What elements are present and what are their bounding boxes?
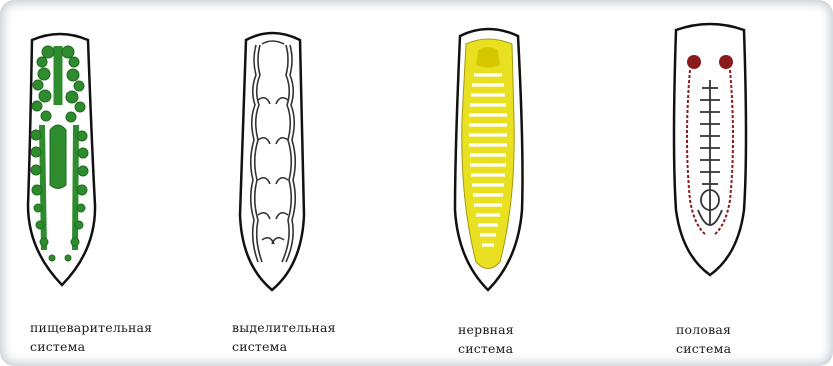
- caption-excretory-system: выделительная система: [232, 318, 336, 356]
- caption-excretory-line1: выделительная: [232, 318, 336, 337]
- caption-reproductive-system: половая система: [676, 320, 731, 358]
- caption-digestive-line2: система: [30, 337, 152, 356]
- caption-nervous-system: нервная система: [458, 320, 514, 358]
- caption-digestive-line1: пищеварительная: [30, 318, 152, 337]
- caption-excretory-line2: система: [232, 337, 336, 356]
- digestive-system-illustration: [28, 34, 95, 285]
- reproductive-system-illustration: [674, 24, 746, 275]
- nervous-system-illustration: [455, 29, 523, 290]
- caption-reproductive-line1: половая: [676, 320, 731, 339]
- excretory-system-illustration: [240, 33, 304, 290]
- caption-digestive-system: пищеварительная система: [30, 318, 152, 356]
- caption-reproductive-line2: система: [676, 339, 731, 358]
- caption-nervous-line1: нервная: [458, 320, 514, 339]
- caption-nervous-line2: система: [458, 339, 514, 358]
